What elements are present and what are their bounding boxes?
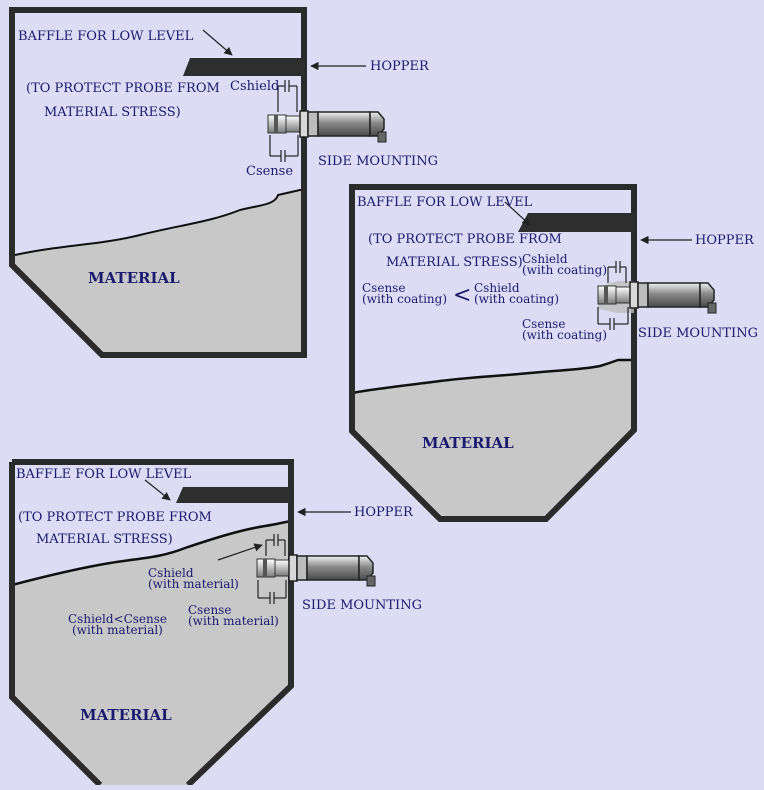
panel-b-cshield-line2: (with coating) (522, 263, 607, 277)
panel-c-compare-line2: (with material) (72, 623, 163, 637)
panel-a-hopper-wall (9, 7, 307, 358)
panel-c-protect-line2: MATERIAL STRESS) (36, 532, 173, 547)
panel-c-baffle (176, 487, 291, 503)
panel-c-material (12, 521, 291, 785)
panel-c-baffle-arrow (144, 479, 171, 501)
panel-b-protect-line2: MATERIAL STRESS) (386, 255, 523, 270)
panel-b-compare-right-line1: Cshield (474, 281, 520, 295)
panel-b-csense-line2: (with coating) (522, 328, 607, 342)
panel-a-cshield-label: Cshield (230, 79, 279, 94)
panel-c-baffle-label: BAFFLE FOR LOW LEVEL (16, 467, 192, 482)
panel-b-baffle-label: BAFFLE FOR LOW LEVEL (357, 195, 533, 210)
panel-b-baffle-arrow (504, 201, 531, 226)
panel-a-protect-line2: MATERIAL STRESS) (44, 105, 181, 120)
panel-b-hopper-wall (349, 184, 637, 522)
panel-c-hopper-label: HOPPER (354, 505, 414, 520)
panel-b-side-mounting-label: SIDE MOUNTING (638, 326, 758, 341)
panel-b: BAFFLE FOR LOW LEVEL (TO PROTECT PROBE F… (349, 184, 758, 522)
panel-b-hopper-label: HOPPER (695, 233, 755, 248)
panel-a-probe-icon (267, 110, 387, 143)
panel-a-hopper-label: HOPPER (370, 59, 430, 74)
panel-a-baffle-label: BAFFLE FOR LOW LEVEL (18, 29, 194, 44)
panel-c-cshield-line2: (with material) (148, 577, 239, 591)
panel-a-csense-label: Csense (246, 164, 293, 179)
panel-b-compare-right-line2: (with coating) (474, 292, 559, 306)
panel-b-csense-capacitor-icon (597, 307, 629, 330)
panel-c: BAFFLE FOR LOW LEVEL (TO PROTECT PROBE F… (9, 459, 422, 788)
panel-c-csense-line1: Csense (188, 603, 231, 617)
panel-a-material-surface (14, 189, 304, 256)
panel-b-compare-left-line2: (with coating) (362, 292, 447, 306)
panel-b-compare-left-line1: Csense (362, 281, 405, 295)
panel-c-csense-capacitor-icon (257, 580, 287, 604)
panel-a-material-label: MATERIAL (88, 269, 180, 287)
panel-c-compare-line1: Cshield<Csense (68, 612, 167, 626)
panel-a: BAFFLE FOR LOW LEVEL (TO PROTECT PROBE F… (9, 7, 438, 358)
panel-b-cshield-capacitor-icon (607, 261, 627, 283)
panel-c-cshield-arrow (217, 543, 263, 561)
panel-a-baffle-arrow (202, 29, 233, 56)
panel-b-material-surface (351, 358, 634, 395)
panel-c-side-mounting-label: SIDE MOUNTING (302, 598, 422, 613)
panel-a-csense-capacitor-icon (269, 135, 299, 162)
panel-a-cshield-capacitor-icon (277, 80, 298, 112)
panel-c-material-surface (11, 519, 292, 587)
panel-a-material (15, 190, 304, 355)
panel-c-material-label: MATERIAL (80, 706, 172, 724)
panel-b-material-label: MATERIAL (422, 434, 514, 452)
panel-c-cshield-line1: Cshield (148, 566, 194, 580)
panel-b-compare-symbol: < (453, 283, 471, 308)
panel-b-material (352, 360, 634, 519)
panel-a-baffle (183, 58, 304, 76)
panel-b-csense-line1: Csense (522, 317, 565, 331)
panel-c-protect-line1: (TO PROTECT PROBE FROM (18, 510, 212, 525)
panel-b-cshield-line1: Cshield (522, 252, 568, 266)
panel-c-cshield-capacitor-icon (265, 534, 286, 556)
panel-c-csense-line2: (with material) (188, 614, 279, 628)
panel-b-baffle (518, 213, 634, 232)
panel-a-protect-line1: (TO PROTECT PROBE FROM (26, 81, 220, 96)
panel-b-protect-line1: (TO PROTECT PROBE FROM (368, 232, 562, 247)
panel-a-side-mounting-label: SIDE MOUNTING (318, 154, 438, 169)
